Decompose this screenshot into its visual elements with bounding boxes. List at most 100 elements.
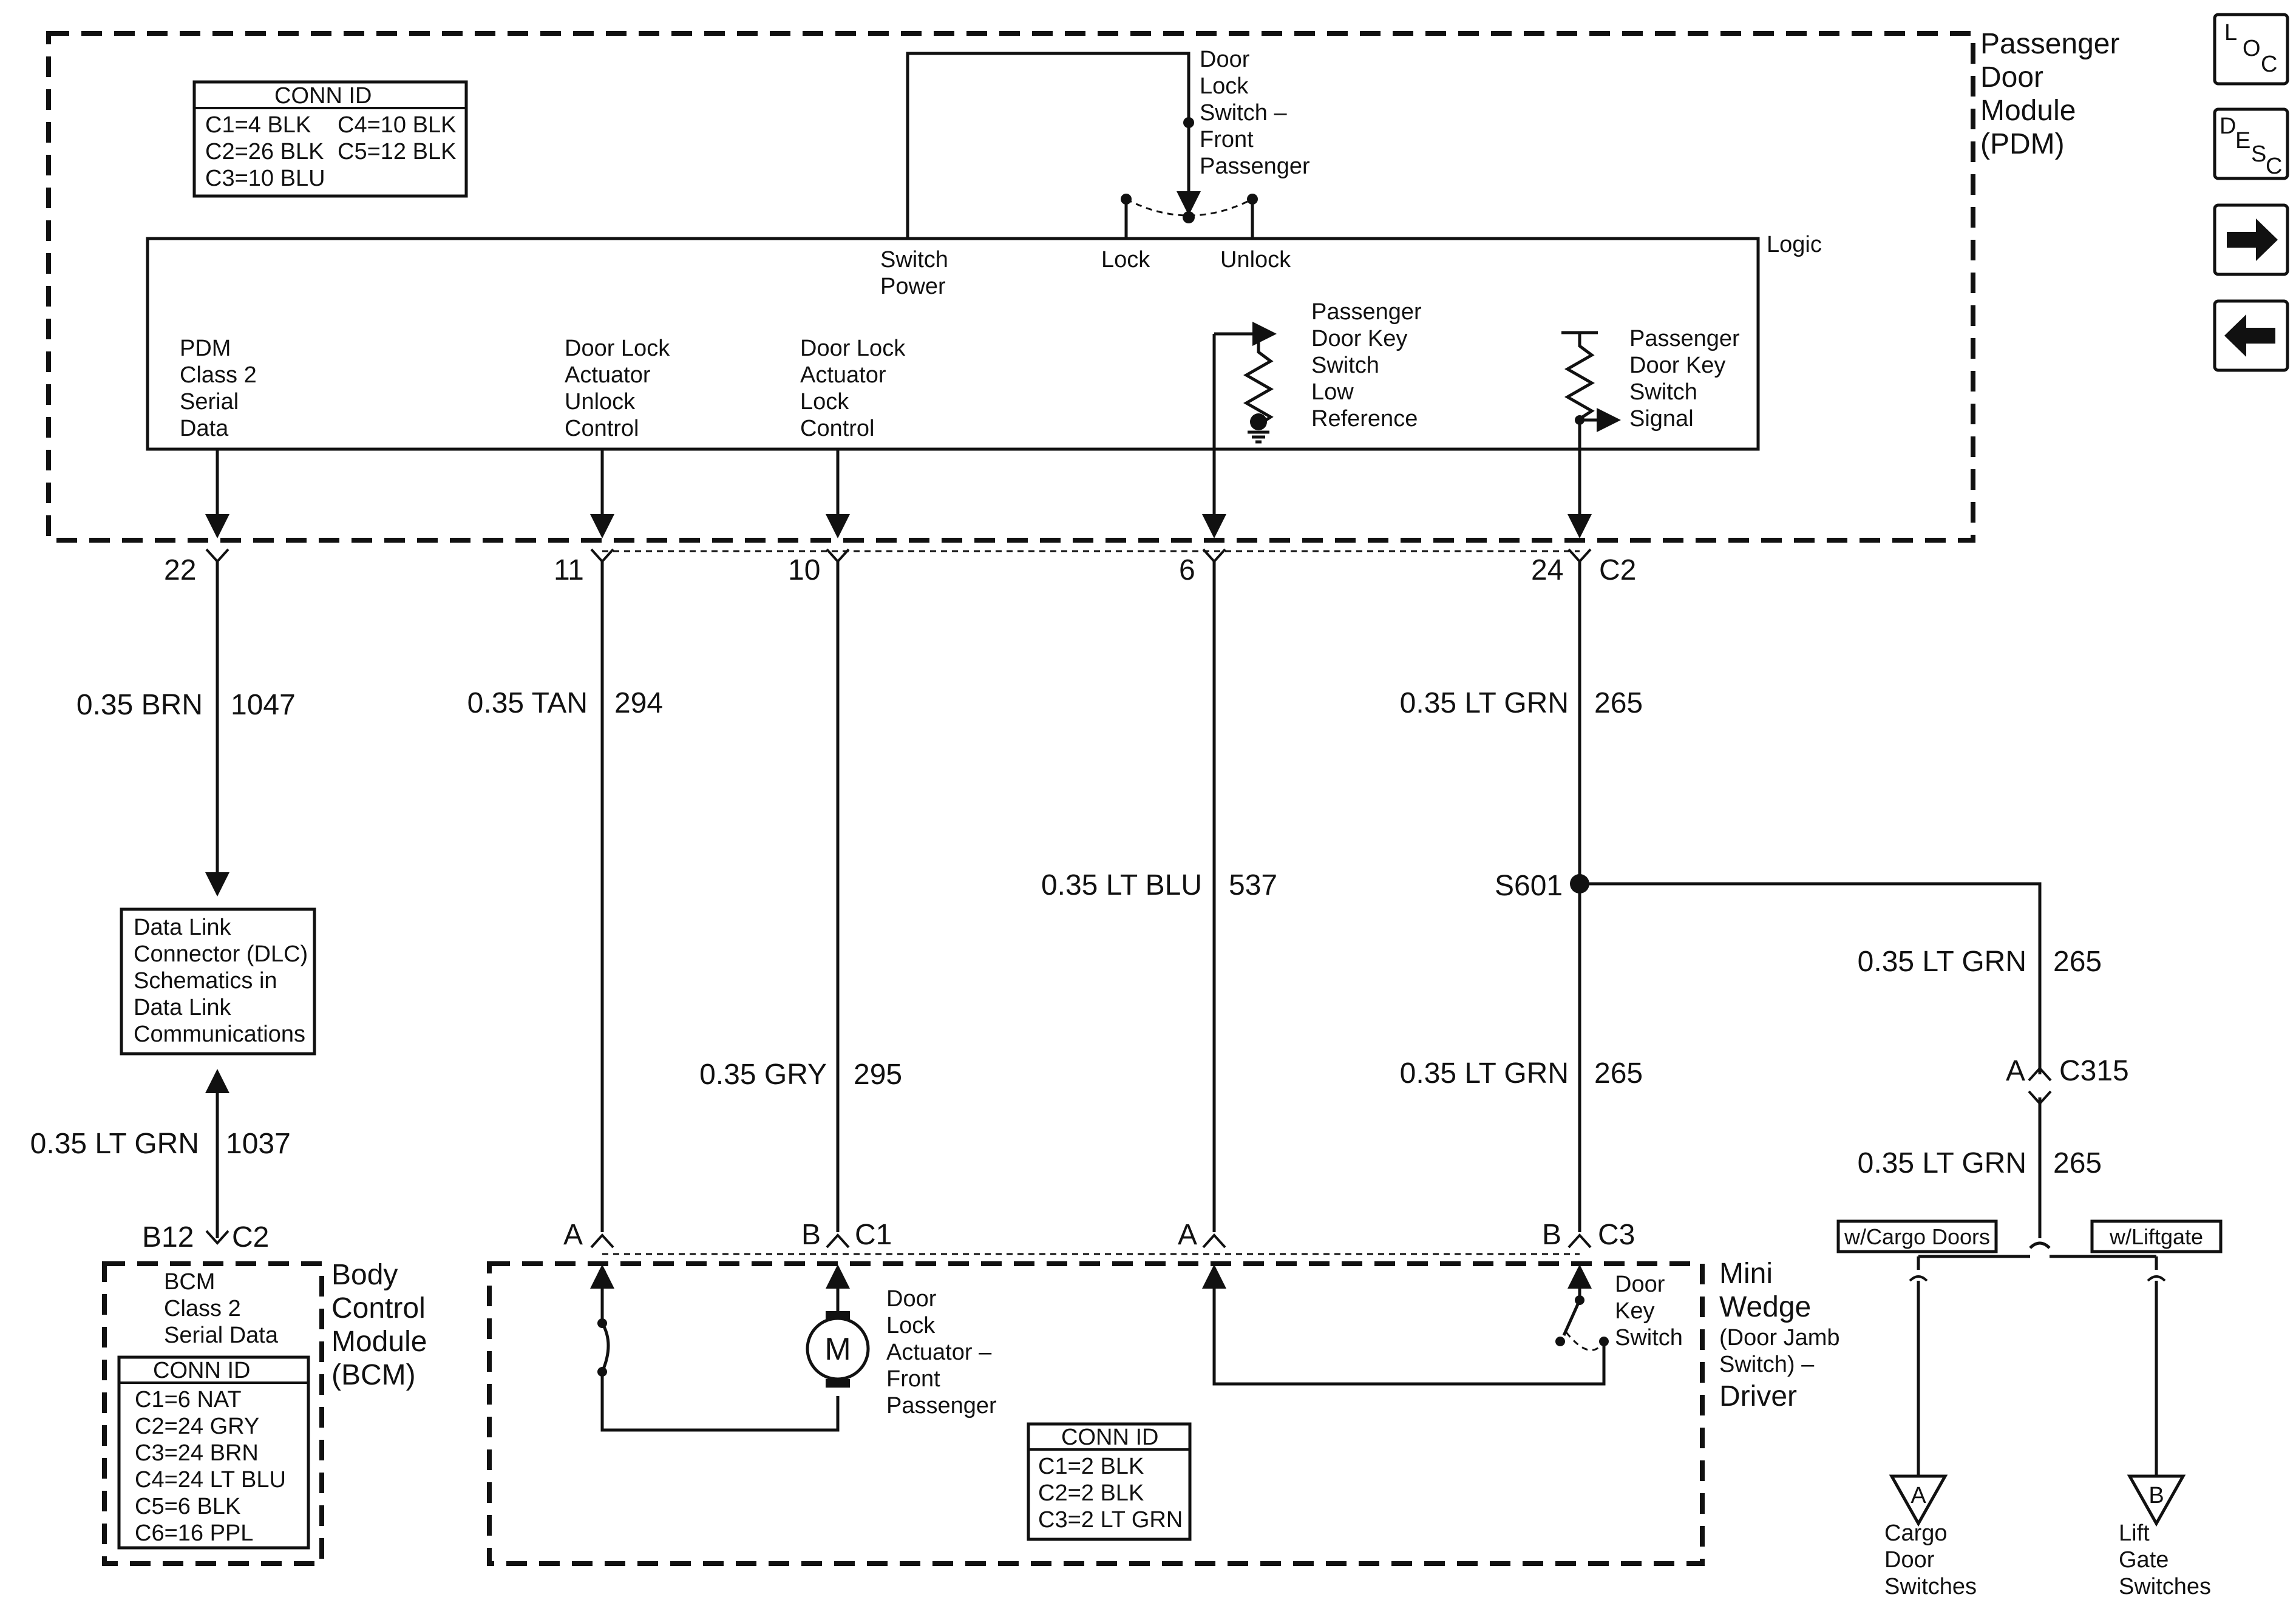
desc-letter-s: S [2251,141,2266,167]
wire-537-color: 0.35 LT BLU [1041,869,1202,901]
motor-icon: M [824,1332,851,1367]
lock-control-label-1: Door Lock [800,336,906,361]
c1-pin-b: B [801,1219,821,1251]
dls-label-2: Lock [1200,73,1249,99]
c1-label: C1 [855,1219,892,1251]
key-switch-low-reference: Passenger Door Key Switch Low Reference [1212,299,1422,522]
offpage-b-label-3: Switches [2119,1574,2211,1599]
mw-conn-c3: C3=2 LT GRN [1038,1507,1183,1533]
c315-pin-a: A [2006,1055,2025,1087]
bcm-conn-c3: C3=24 BRN [135,1440,259,1466]
desc-button[interactable]: D E S C [2213,107,2289,180]
key-switch-label-3: Switch [1615,1325,1683,1351]
option-cargo-label: w/Cargo Doors [1844,1224,1990,1249]
dls-label-5: Passenger [1200,154,1310,179]
bcm-text-2: Class 2 [164,1296,241,1321]
unlock-label: Unlock [1220,247,1291,273]
serial-data-label-4: Data [180,416,229,441]
lock-label: Lock [1101,247,1150,273]
lock-control-label-3: Lock [800,389,849,415]
wires [205,561,2042,1238]
mw-conn-c2: C2=2 BLK [1038,1480,1144,1506]
actuator-label-5: Passenger [886,1393,997,1419]
switch-power-label-1: Switch [880,247,948,273]
wire-1037-color: 0.35 LT GRN [30,1128,199,1160]
lock-control-label-2: Actuator [800,362,886,388]
serial-data-label-2: Class 2 [180,362,257,388]
pdm-logic-label: Logic [1767,232,1822,257]
pdm-module: Passenger Door Module (PDM) CONN ID C1=4… [46,28,2119,543]
key-low-ref-label-4: Low [1311,379,1354,405]
key-signal-label-2: Door Key [1629,353,1725,378]
key-signal-label-1: Passenger [1629,326,1740,351]
bcm-text-3: Serial Data [164,1323,279,1348]
actuator-label-2: Lock [886,1313,936,1338]
wire-265-top-color: 0.35 LT GRN [1400,687,1569,719]
unlock-control-label-3: Unlock [565,389,636,415]
actuator-label-1: Door [886,1286,937,1312]
c2-pin-11: 11 [554,554,584,586]
key-switch-label-2: Key [1615,1298,1654,1324]
bcm-title-1: Body [331,1259,398,1291]
option-branches: w/Cargo Doors w/Liftgate [1836,1219,2223,1476]
next-page-button[interactable] [2213,203,2289,276]
c2-label: C2 [1599,554,1636,586]
pdm-title-4: (PDM) [1980,128,2065,160]
wire-1047-color: 0.35 BRN [76,689,203,721]
dlc-label-5: Communications [134,1022,305,1047]
offpage-b-letter: B [2148,1483,2164,1508]
bcm-conn-c2-row: C2=24 GRY [135,1414,259,1439]
wire-294-circuit: 294 [614,687,663,719]
c2-pin-24: 24 [1531,554,1563,586]
loc-letter-o: O [2243,36,2261,61]
unlock-control-label-1: Door Lock [565,336,670,361]
prev-page-button[interactable] [2213,299,2289,372]
loc-letter-c: C [2261,52,2277,77]
pdm-conn-c2: C2=26 BLK [205,139,324,164]
dlc-label-2: Connector (DLC) [134,941,308,967]
bcm-module: B12 C2 BCM Class 2 Serial Data CONN ID C… [102,1221,427,1566]
pdm-conn-c1: C1=4 BLK [205,112,311,138]
mini-wedge-conn-id-table: CONN ID C1=2 BLK C2=2 BLK C3=2 LT GRN [1027,1422,1192,1541]
desc-letter-c: C [2266,154,2282,179]
wire-295-color: 0.35 GRY [699,1059,827,1091]
actuator-label-3: Actuator – [886,1340,992,1365]
pdm-logic-box [146,237,1760,451]
wire-537-circuit: 537 [1229,869,1277,901]
wire-265-mid-circuit: 265 [1594,1057,1643,1090]
mini-wedge-module: A B C1 A B C3 M Door Lock Actuator – Fro… [487,1219,1840,1566]
pdm-conn-c5: C5=12 BLK [338,139,456,164]
bcm-conn-c1: C1=6 NAT [135,1387,242,1412]
dls-label-1: Door [1200,47,1250,72]
mw-title-2: Wedge [1719,1291,1811,1323]
pdm-conn-id-table: CONN ID C1=4 BLK C4=10 BLK C2=26 BLK C5=… [192,80,468,198]
pdm-connector-c2: 22 11 10 6 24 C2 [164,449,1636,586]
offpage-a-label-2: Door [1884,1547,1935,1573]
wire-1047-circuit: 1047 [231,689,296,721]
dlc-box: Data Link Connector (DLC) Schematics in … [120,907,316,1056]
bcm-title-3: Module [331,1326,427,1358]
key-switch-signal: Passenger Door Key Switch Signal [1561,326,1740,522]
loc-letter-l: L [2224,20,2237,46]
offpage-connector-b: B Lift Gate Switches [2119,1474,2211,1599]
prev-arrow-icon [2224,314,2275,357]
c3-label: C3 [1598,1219,1635,1251]
bcm-conn-c5: C5=6 BLK [135,1494,240,1519]
offpage-connector-a: A Cargo Door Switches [1884,1474,1977,1599]
bcm-title-4: (BCM) [331,1359,416,1391]
pdm-conn-c4: C4=10 BLK [338,112,456,138]
pdm-title-3: Module [1980,95,2076,127]
loc-button[interactable]: L O C [2213,13,2289,86]
offpage-b-label-2: Gate [2119,1547,2169,1573]
desc-letter-d: D [2220,114,2236,139]
key-low-ref-label-2: Door Key [1311,326,1407,351]
offpage-a-label-3: Switches [1884,1574,1977,1599]
serial-data-label-1: PDM [180,336,231,361]
wire-265-low-circuit: 265 [2053,1147,2102,1179]
splice-s601-label: S601 [1495,870,1563,902]
bcm-title-2: Control [331,1292,426,1324]
pdm-conn-id-title: CONN ID [274,83,372,109]
c315-label: C315 [2059,1055,2129,1087]
c3-pin-a: A [1178,1219,1197,1251]
